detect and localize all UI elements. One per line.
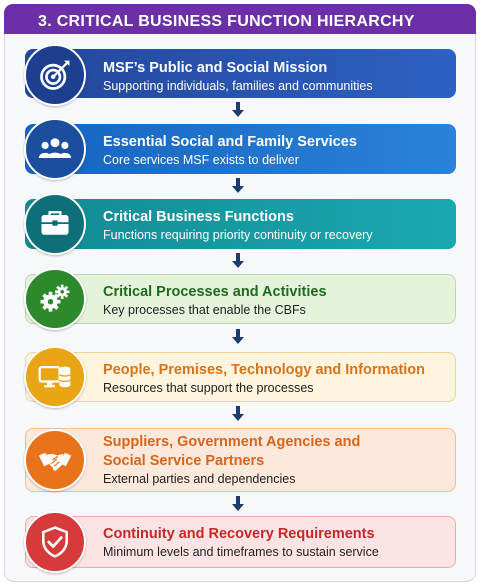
page-title: 3. CRITICAL BUSINESS FUNCTION HIERARCHY — [38, 13, 415, 30]
level-icon-cbf — [24, 193, 86, 255]
level-subtitle: Supporting individuals, families and com… — [103, 79, 373, 93]
down-arrow-icon — [231, 102, 245, 118]
computer-database-icon — [38, 365, 71, 388]
level-card-suppliers — [25, 428, 456, 492]
level-title: MSF’s Public and Social Mission — [103, 60, 328, 76]
level-title: Essential Social and Family Services — [103, 134, 357, 150]
level-card-cbf — [25, 199, 456, 249]
shield-check-icon — [42, 526, 68, 558]
level-subtitle: External parties and dependencies — [103, 472, 296, 486]
level-subtitle: Minimum levels and timeframes to sustain… — [103, 545, 379, 559]
level-icon-resources — [24, 346, 86, 408]
level-card-mission — [25, 49, 456, 98]
level-title: Continuity and Recovery Requirements — [103, 526, 375, 542]
level-title: Critical Business Functions — [103, 209, 294, 225]
level-icon-continuity — [24, 511, 86, 573]
down-arrow-icon — [231, 406, 245, 422]
level-subtitle: Core services MSF exists to deliver — [103, 153, 299, 167]
level-icon-services — [24, 118, 86, 180]
down-arrow-icon — [231, 496, 245, 512]
level-title: Suppliers, Government Agencies and Socia… — [103, 434, 361, 469]
level-card-processes — [25, 274, 456, 324]
gears-icon — [40, 284, 70, 312]
down-arrow-icon — [231, 178, 245, 194]
level-icon-processes — [24, 268, 86, 330]
level-subtitle: Functions requiring priority continuity … — [103, 228, 373, 242]
level-icon-suppliers — [24, 429, 86, 491]
briefcase-icon — [41, 211, 69, 235]
level-icon-mission — [24, 44, 86, 106]
down-arrow-icon — [231, 329, 245, 345]
down-arrow-icon — [231, 253, 245, 269]
level-card-services — [25, 124, 456, 174]
target-icon — [40, 60, 70, 90]
handshake-icon — [38, 452, 72, 471]
people-group-icon — [38, 138, 72, 158]
level-title: People, Premises, Technology and Informa… — [103, 362, 426, 378]
level-subtitle: Resources that support the processes — [103, 381, 314, 395]
level-card-continuity — [25, 516, 456, 568]
title-bar: 3. CRITICAL BUSINESS FUNCTION HIERARCHY — [4, 4, 476, 34]
level-subtitle: Key processes that enable the CBFs — [103, 303, 306, 317]
level-title: Critical Processes and Activities — [103, 284, 327, 300]
